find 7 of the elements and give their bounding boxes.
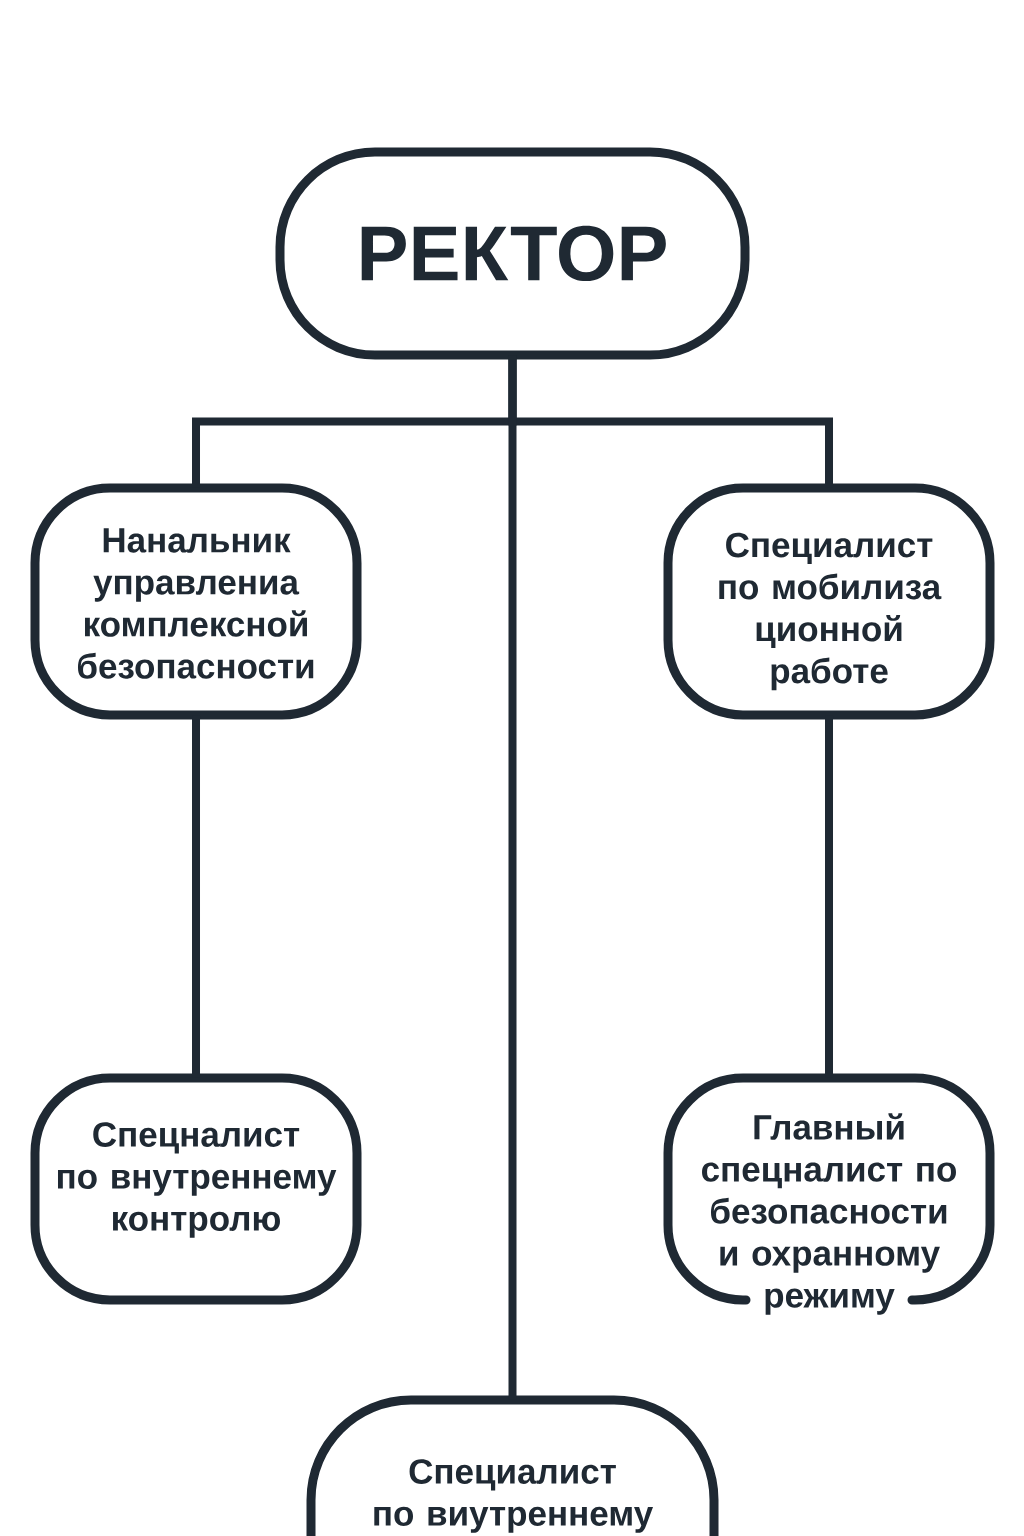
rounded-box: Специалист по мобилиза ционной работе	[663, 483, 995, 720]
rounded-box: Главный спецналист по безопасности и охранному режиму	[663, 1073, 995, 1315]
connector-line	[192, 715, 200, 1078]
rounded-box: Нанальник управлениа комплексной безопасности	[30, 483, 362, 720]
rounded-box: Специалист по виутреннему	[306, 1395, 719, 1536]
connector-line	[825, 715, 833, 1078]
rounded-box: Спецналист по внутреннему контролю	[30, 1073, 362, 1305]
